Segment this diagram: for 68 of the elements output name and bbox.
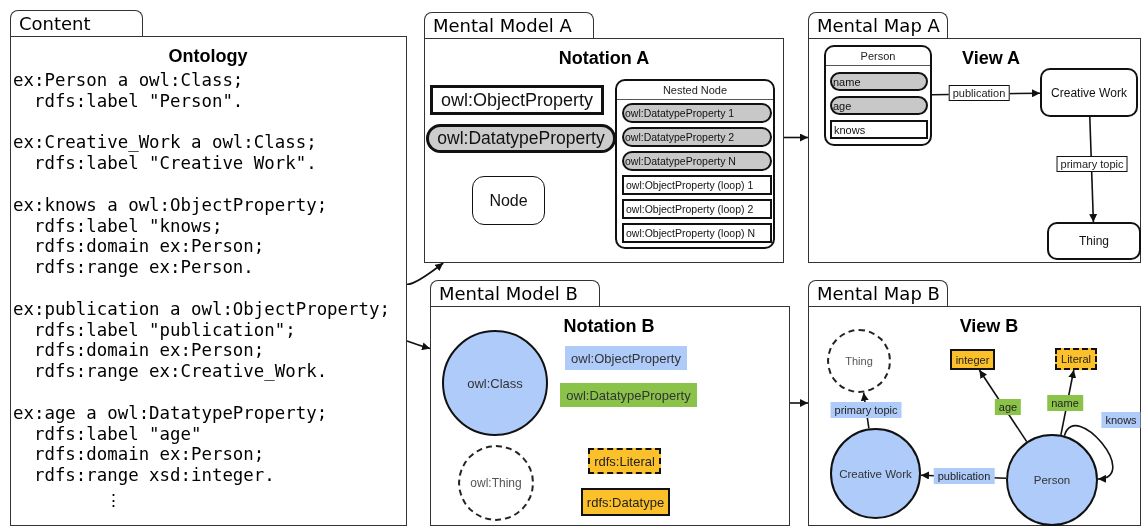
panel-title: Notation B <box>563 316 655 337</box>
property-box: owl:ObjectProperty <box>565 346 687 370</box>
code-line: rdfs:domain ex:Person; <box>32 340 265 362</box>
edge-label: publication <box>933 468 995 484</box>
edge-label: primary topic <box>1056 156 1128 172</box>
tab-label: Mental Map B <box>808 280 948 306</box>
continuation-dots: ⋮ <box>105 490 122 509</box>
node-header: Person <box>826 47 930 66</box>
property-box: knows <box>830 120 928 139</box>
property-pill: owl:DatatypeProperty 1 <box>622 103 772 123</box>
code-line: ex:publication a owl:ObjectProperty; <box>13 298 390 320</box>
tab-label: Mental Model B <box>430 280 600 306</box>
dashed-circle: Thing <box>827 329 891 393</box>
panel-title: View A <box>962 48 1020 69</box>
code-line: rdfs:label "Person". <box>32 90 244 112</box>
property-box: owl:ObjectProperty (loop) N <box>622 223 772 243</box>
edge-label: publication <box>948 85 1010 101</box>
literal-box: Literal <box>1055 348 1097 370</box>
datatype-box: integer <box>950 349 995 370</box>
arrow <box>406 262 444 286</box>
property-box: owl:ObjectProperty <box>430 85 604 115</box>
tab-label: Content <box>10 10 143 36</box>
panel-title: View B <box>959 316 1019 337</box>
code-line: rdfs:label "Creative Work". <box>32 153 317 174</box>
class-circle: Person <box>1006 434 1098 526</box>
code-line: rdfs:range ex:Creative_Work. <box>32 361 328 382</box>
property-box: owl:DatatypeProperty <box>560 383 697 407</box>
code-line: rdfs:label "publication"; <box>32 319 296 341</box>
property-pill: name <box>830 72 928 91</box>
code-line: rdfs:label "knows; <box>32 215 223 237</box>
edge-label: name <box>1047 395 1083 411</box>
property-pill: owl:DatatypeProperty N <box>622 151 772 171</box>
arrow <box>406 340 431 351</box>
edge-label: knows <box>1101 412 1141 428</box>
literal-box: rdfs:Literal <box>588 448 661 474</box>
edge-label: age <box>994 399 1022 415</box>
property-box: owl:ObjectProperty (loop) 2 <box>622 199 772 219</box>
property-pill: age <box>830 96 928 115</box>
code-line: ex:Person a owl:Class; <box>13 70 244 91</box>
class-circle: owl:Class <box>442 330 548 436</box>
node-box: Node <box>472 176 545 225</box>
panel-title: Ontology <box>168 46 248 67</box>
tab-label: Mental Map A <box>808 12 948 38</box>
code-line: ex:Creative_Work a owl:Class; <box>13 132 317 154</box>
dashed-circle: owl:Thing <box>458 445 534 521</box>
property-pill: owl:DatatypeProperty <box>426 124 616 153</box>
code-line: rdfs:domain ex:Person; <box>32 236 265 258</box>
code-line: rdfs:domain ex:Person; <box>32 444 265 466</box>
code-line: rdfs:range xsd:integer. <box>32 465 275 486</box>
datatype-box: rdfs:Datatype <box>581 488 670 516</box>
node-box: Creative Work <box>1040 68 1138 117</box>
tab-label: Mental Model A <box>424 12 594 38</box>
panel-title: Notation A <box>558 48 650 69</box>
code-line: ex:knows a owl:ObjectProperty; <box>13 194 328 216</box>
arrow <box>783 133 809 142</box>
property-pill: owl:DatatypeProperty 2 <box>622 127 772 147</box>
edge-label: primary topic <box>830 402 902 418</box>
node-header: Nested Node <box>617 81 773 100</box>
nested-node-box <box>824 45 932 146</box>
class-circle: Creative Work <box>830 428 921 519</box>
nested-node-box <box>615 79 775 249</box>
node-box: Thing <box>1047 222 1141 260</box>
property-box: owl:ObjectProperty (loop) 1 <box>622 175 772 195</box>
arrow <box>789 399 809 407</box>
arrow <box>1063 424 1114 482</box>
code-line: rdfs:range ex:Person. <box>32 257 254 278</box>
code-line: rdfs:label "age" <box>32 423 202 445</box>
code-line: ex:age a owl:DatatypeProperty; <box>13 402 328 424</box>
